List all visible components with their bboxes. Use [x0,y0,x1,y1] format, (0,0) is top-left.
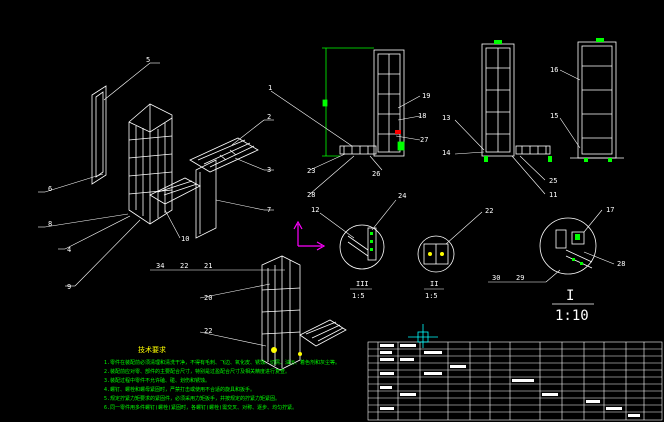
part-label-22: 22 [180,262,188,270]
title-block-entries [380,344,640,417]
part-label-8: 8 [48,220,52,228]
detail-i-title: I [566,288,574,304]
part-label-30: 28 [617,260,625,268]
leader-lines-left [38,62,274,287]
detail-ii-title: II [430,280,438,288]
part-label-3: 3 [267,166,271,174]
right-elevation-green [584,38,612,162]
part-label-23-detail: 22 [485,207,493,215]
part-label-27: 26 [372,170,380,178]
part-label-32: 30 [492,274,500,282]
part-label-18: 18 [418,112,426,120]
part-label-23: 22 [204,327,212,335]
part-label-15: 15 [550,112,558,120]
part-label-6: 6 [48,185,52,193]
isometric-subassembly-lower [261,255,347,371]
part-label-14: 14 [442,149,450,157]
detail-ii-scale: 1:5 [425,292,438,300]
detail-iii-title: III [356,280,369,288]
part-label-31: 29 [516,274,524,282]
part-label-20: 20 [204,294,212,302]
part-label-4: 4 [67,246,71,254]
technical-requirements-title: 技术要求 [138,345,166,354]
side-elevation-green [484,40,552,162]
ucs-axes-icon [293,220,326,251]
part-label-34: 34 [156,262,164,270]
part-label-13: 13 [442,114,450,122]
right-elevation-view [570,41,624,159]
detail-ii-view [417,235,455,273]
part-label-24: 23 [307,167,315,175]
technical-note-6: 6.同一零件用多件螺钉(螺栓)紧固时，各螺钉(螺栓)需交叉、对称、逐步、均匀拧紧… [104,404,297,411]
detail-i-view [539,217,597,275]
red-marker [395,130,401,134]
technical-note-1: 1.零件在装配前必须清理和清洗干净，不得有毛刺、飞边、氧化皮、锈蚀、切屑、油污、… [104,359,340,366]
part-label-26: 25 [549,177,557,185]
part-label-9: 9 [67,283,71,291]
detail-i-scale: 1:10 [555,308,589,324]
front-elevation-view [339,49,405,157]
technical-note-3: 3.装配过程中零件不允许磕、碰、划伤和锈蚀。 [104,377,210,384]
part-label-17: 17 [606,206,614,214]
leader-lines-front [270,90,421,195]
part-label-12: 12 [311,206,319,214]
leader-lines-right [559,69,581,149]
detail-i-parts [572,234,583,265]
technical-note-2: 2.装配前应对零、部件的主要配合尺寸，特别是过盈配合尺寸及相关精度进行复查。 [104,368,290,375]
title-block-marker [408,324,438,348]
part-label-7: 7 [267,206,271,214]
part-label-11: 11 [549,191,557,199]
part-label-25: 24 [398,192,406,200]
detail-ii-bolts [428,252,444,256]
part-label-28: 27 [420,136,428,144]
part-label-16: 16 [550,66,558,74]
isometric-assembly-main [91,85,259,239]
detail-iii-fasteners [370,232,373,251]
lower-subassembly-accents [271,347,302,356]
part-label-5: 5 [146,56,150,64]
technical-note-4: 4.螺钉、螺栓和螺母紧固时，严禁打击或使用不合适的旋具和扳手。 [104,386,255,393]
part-label-29: 28 [307,191,315,199]
detail-iii-scale: 1:5 [352,292,365,300]
front-elevation-green-dims [322,47,405,157]
technical-note-5: 5.规定拧紧力矩要求的紧固件，必须采用力矩扳手，并按规定的拧紧力矩紧固。 [104,395,280,402]
part-label-1: 1 [268,84,272,92]
detail-iii-view [339,224,385,270]
leader-lines-side [454,119,546,195]
leader-lines-lower [150,269,285,347]
part-label-10: 10 [181,235,189,243]
part-label-19: 19 [422,92,430,100]
part-label-21: 21 [204,262,212,270]
part-label-2: 2 [267,113,271,121]
title-block-table [367,341,663,421]
